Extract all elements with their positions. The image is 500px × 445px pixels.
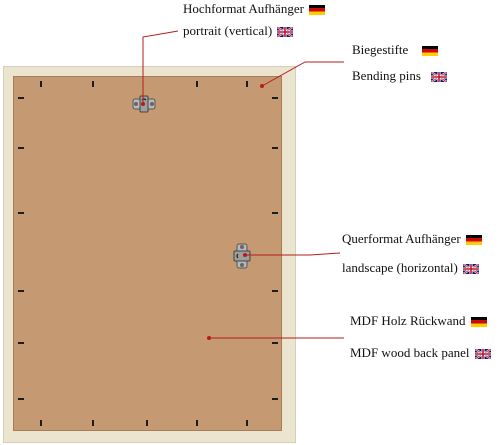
uk-flag-icon	[462, 264, 479, 275]
bending-pins-label-de: Biegestifte	[352, 42, 439, 58]
bending-pin	[92, 420, 94, 426]
portrait-hanger-icon	[132, 95, 156, 113]
landscape-hanger-label-en: landscape (horizontal)	[342, 260, 479, 276]
portrait-hanger-label-de: Hochformat Aufhänger	[183, 1, 325, 17]
uk-flag-icon	[277, 27, 294, 38]
bending-pin	[246, 81, 248, 87]
landscape-hanger-label-de: Querformat Aufhänger	[342, 231, 482, 247]
landscape-hanger-leader	[245, 252, 341, 256]
bending-pins-leader	[261, 61, 344, 87]
label-text: Biegestifte	[352, 42, 409, 57]
bending-pin	[18, 342, 24, 344]
portrait-hanger-leader	[142, 30, 179, 104]
bending-pin	[146, 420, 148, 426]
bending-pin	[272, 147, 278, 149]
german-flag-icon	[308, 5, 325, 16]
bending-pin	[18, 290, 24, 292]
bending-pin	[272, 212, 278, 214]
landscape-hanger-icon	[233, 243, 251, 269]
label-text: Hochformat Aufhänger	[183, 1, 304, 16]
back-panel-label-en: MDF wood back panel	[350, 345, 491, 361]
portrait-hanger-dot	[141, 102, 145, 106]
label-text: landscape (horizontal)	[342, 260, 458, 275]
bending-pin	[272, 342, 278, 344]
bending-pin	[272, 97, 278, 99]
bending-pin	[196, 81, 198, 87]
uk-flag-icon	[430, 72, 447, 83]
back-panel-dot	[207, 336, 211, 340]
bending-pin	[40, 420, 42, 426]
bending-pin	[196, 420, 198, 426]
german-flag-icon	[470, 317, 487, 328]
bending-pin	[18, 398, 24, 400]
bending-pin	[246, 420, 248, 426]
label-text: portrait (vertical)	[183, 23, 273, 38]
label-text: MDF wood back panel	[350, 345, 470, 360]
german-flag-icon	[422, 46, 439, 57]
label-text: Querformat Aufhänger	[342, 231, 461, 246]
bending-pin	[18, 97, 24, 99]
bending-pin	[92, 81, 94, 87]
label-text: Bending pins	[352, 68, 421, 83]
bending-pin	[40, 81, 42, 87]
label-text: MDF Holz Rückwand	[350, 313, 466, 328]
bending-pin	[18, 212, 24, 214]
bending-pins-dot	[260, 84, 264, 88]
back-panel-label-de: MDF Holz Rückwand	[350, 313, 487, 329]
bending-pins-label-en: Bending pins	[352, 68, 447, 84]
bending-pin	[272, 398, 278, 400]
landscape-hanger-dot	[243, 253, 247, 257]
bending-pin	[272, 290, 278, 292]
german-flag-icon	[465, 235, 482, 246]
bending-pin	[18, 147, 24, 149]
portrait-hanger-label-en: portrait (vertical)	[183, 23, 294, 39]
uk-flag-icon	[474, 349, 491, 360]
